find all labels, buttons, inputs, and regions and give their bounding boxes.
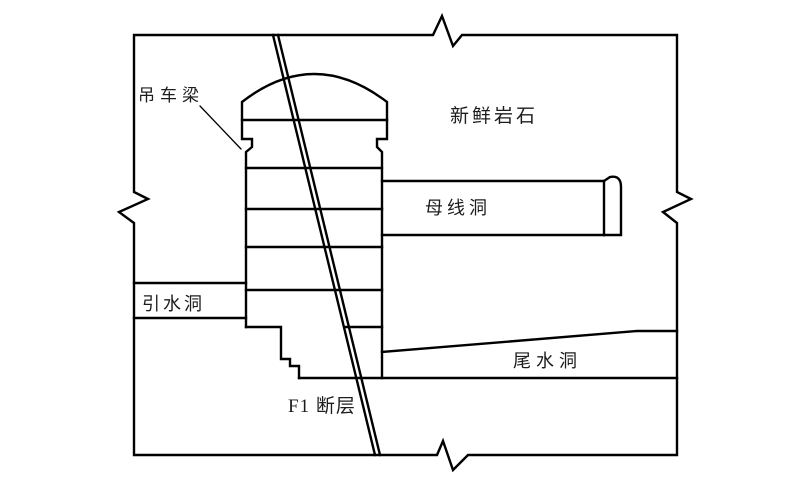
crane-beam-leader-line bbox=[199, 105, 242, 150]
tailrace-tunnel-label: 尾水洞 bbox=[513, 351, 582, 371]
headrace-tunnel-label: 引水洞 bbox=[142, 294, 205, 314]
fault-line-right bbox=[276, 33, 382, 457]
crane-beam-label: 吊车梁 bbox=[138, 86, 204, 105]
cavern-outline bbox=[240, 72, 389, 380]
busbar-tunnel-cap-outline bbox=[602, 175, 623, 237]
fault-label: F1 断层 bbox=[288, 395, 356, 417]
busbar-tunnel-label: 母线洞 bbox=[425, 198, 491, 218]
tailrace-tunnel-roof bbox=[380, 329, 679, 354]
cavern-foundation-steps bbox=[244, 325, 301, 380]
rock-boundary-outline bbox=[116, 12, 694, 473]
fresh-rock-label: 新鲜岩石 bbox=[450, 105, 538, 127]
fault-line-left bbox=[271, 33, 377, 457]
